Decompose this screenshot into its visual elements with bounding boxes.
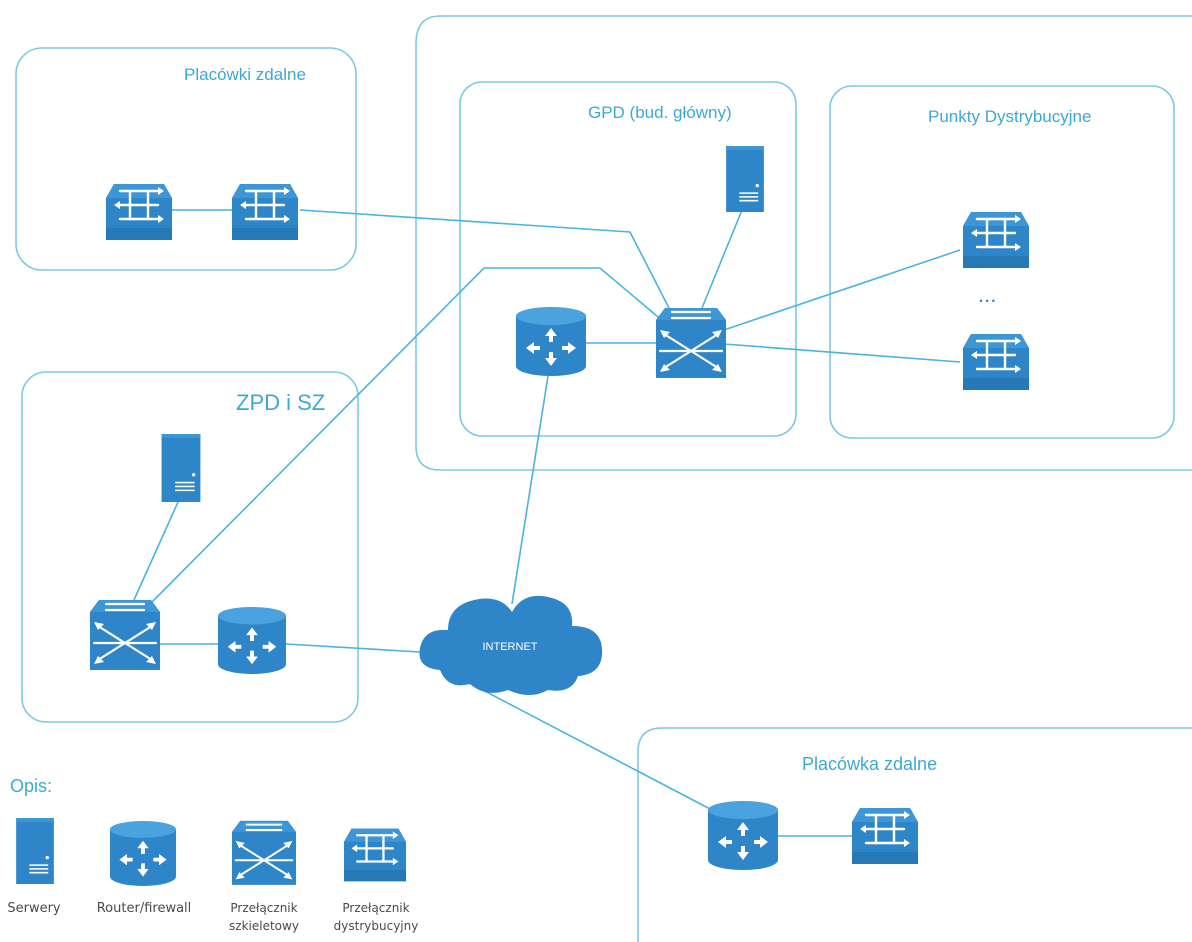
legend-title: Opis: [10,776,52,796]
zone-label-remote-branch: Placówka zdalne [802,754,937,774]
zone-main-campus [415,15,1192,471]
distribution-switch-icon [232,182,298,240]
router-icon [516,307,586,376]
links [133,209,961,837]
core-switch-icon [90,598,160,670]
router-icon [708,801,778,870]
zone-zpd-sz [21,371,359,723]
link-zpd-router-to-internet [285,643,421,653]
link-remote-to-core [299,209,671,311]
zone-label-main-building: GPD (bud. główny) [588,103,732,122]
zone-distribution-points [829,85,1175,439]
link-core-to-dp-switch-2 [723,343,961,363]
legend-label-router: Router/firewall [97,901,192,916]
zone-label-remote-branches: Placówki zdalne [184,65,306,84]
zone-main-building [459,81,797,437]
zone-remote-branch [637,727,1192,942]
router-icon [110,820,176,886]
core-switch-icon [656,306,726,378]
zone-label-distribution-points: Punkty Dystrybucyjne [928,107,1091,126]
distribution-switch-icon [106,182,172,240]
link-zpd-core-to-main-core [151,267,665,603]
core-switch-icon [232,819,296,886]
internet-label: INTERNET [483,641,538,653]
zone-label-zpd-sz: ZPD i SZ [236,390,325,415]
zone-remote-branches [15,47,357,271]
distribution-switch-icon [962,332,1030,390]
internet-cloud: INTERNET [419,595,603,695]
cloud-icon [419,595,603,695]
distribution-switch-icon [962,210,1030,268]
server-icon [160,434,202,502]
distribution-switch-icon [344,827,406,882]
link-internet-to-branch-router [455,675,713,811]
router-icon [218,606,286,674]
link-core-to-dp-switch-1 [723,249,961,331]
link-main-router-to-internet [511,375,549,605]
distribution-switch-icon [852,806,918,864]
ellipsis: ... [978,282,996,307]
server-icon [725,146,765,212]
legend-label-servers: Serwery [7,901,61,916]
link-zpd-server-to-core [133,501,179,601]
server-icon [16,818,54,884]
legend: Opis: Serwery Router/firewall Przełączni… [7,776,418,933]
link-server-to-core [701,209,743,309]
